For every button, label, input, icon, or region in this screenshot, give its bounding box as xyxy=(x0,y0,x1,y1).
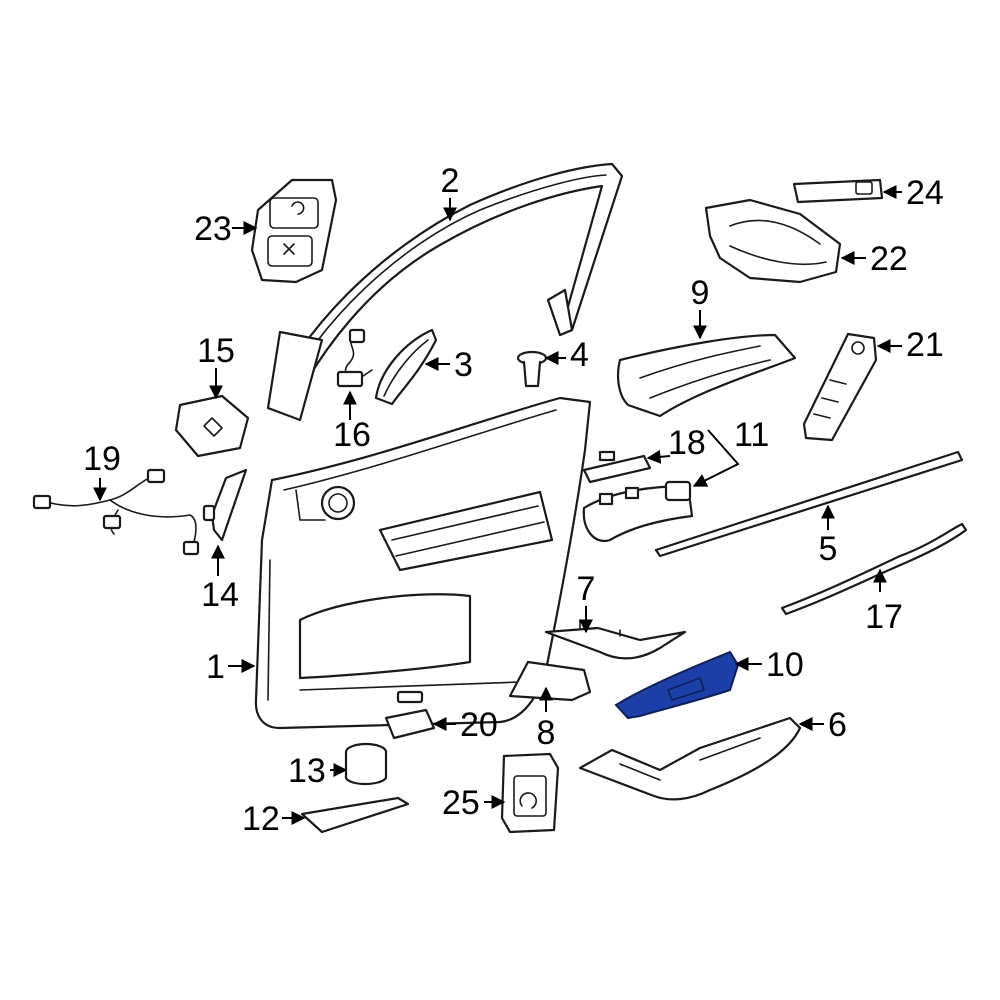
part-9-armrest-upper[interactable] xyxy=(617,333,797,418)
callout-20: 20 xyxy=(460,706,498,744)
part-23-switch-panel[interactable] xyxy=(250,178,338,284)
callout-25: 25 xyxy=(442,784,480,822)
callout-19: 19 xyxy=(83,440,121,478)
callout-11: 11 xyxy=(734,416,769,454)
part-3-trim-piece[interactable] xyxy=(374,328,438,406)
callout-22: 22 xyxy=(870,240,908,278)
part-5-belt-molding[interactable] xyxy=(654,450,964,558)
callout-2: 2 xyxy=(441,162,460,200)
callout-18: 18 xyxy=(668,424,706,462)
part-2-door-frame-molding[interactable] xyxy=(266,162,624,422)
callout-14: 14 xyxy=(201,576,239,614)
callout-3: 3 xyxy=(454,346,473,384)
callout-1: 1 xyxy=(206,648,225,686)
part-21-window-switch[interactable] xyxy=(802,332,878,442)
callout-6: 6 xyxy=(828,706,847,744)
callout-5: 5 xyxy=(819,530,838,568)
callout-13: 13 xyxy=(288,752,326,790)
part-18-cover[interactable] xyxy=(582,450,652,484)
callout-15: 15 xyxy=(197,332,235,370)
callout-9: 9 xyxy=(691,274,710,312)
callout-12: 12 xyxy=(242,800,280,838)
part-16-switch-wire[interactable] xyxy=(336,328,373,388)
part-19-wiring-harness[interactable] xyxy=(32,468,216,556)
part-22-seat-switch[interactable] xyxy=(704,198,842,284)
part-15-module[interactable] xyxy=(174,394,250,458)
callout-23: 23 xyxy=(194,210,232,248)
part-14-side-trim[interactable] xyxy=(210,468,248,542)
callout-10: 10 xyxy=(766,646,804,684)
callout-4: 4 xyxy=(570,336,589,374)
callout-17: 17 xyxy=(865,598,903,636)
part-12-tray[interactable] xyxy=(300,796,410,834)
part-10-switch-bezel[interactable] xyxy=(614,650,740,720)
callout-21: 21 xyxy=(906,326,944,364)
callout-16: 16 xyxy=(333,416,371,454)
part-4-clip[interactable] xyxy=(516,350,548,388)
part-25-switch[interactable] xyxy=(500,752,560,834)
part-6-armrest-lower[interactable] xyxy=(578,716,802,801)
part-8-bezel-lower[interactable] xyxy=(508,660,592,702)
part-24-switch-strip[interactable] xyxy=(792,178,884,204)
callout-24: 24 xyxy=(906,174,944,212)
leader-18 xyxy=(646,449,671,464)
callout-labels: 2 23 15 3 4 16 9 24 22 21 18 11 5 17 19 … xyxy=(83,162,944,838)
part-11-door-handle[interactable] xyxy=(582,480,694,543)
part-7-bezel[interactable] xyxy=(544,619,687,660)
part-13-cup[interactable] xyxy=(344,742,388,786)
callout-7: 7 xyxy=(577,570,596,608)
part-1-door-trim-panel[interactable] xyxy=(254,396,592,730)
leader-11 xyxy=(692,429,740,487)
callout-8: 8 xyxy=(537,714,556,752)
leader-lines xyxy=(93,185,902,825)
